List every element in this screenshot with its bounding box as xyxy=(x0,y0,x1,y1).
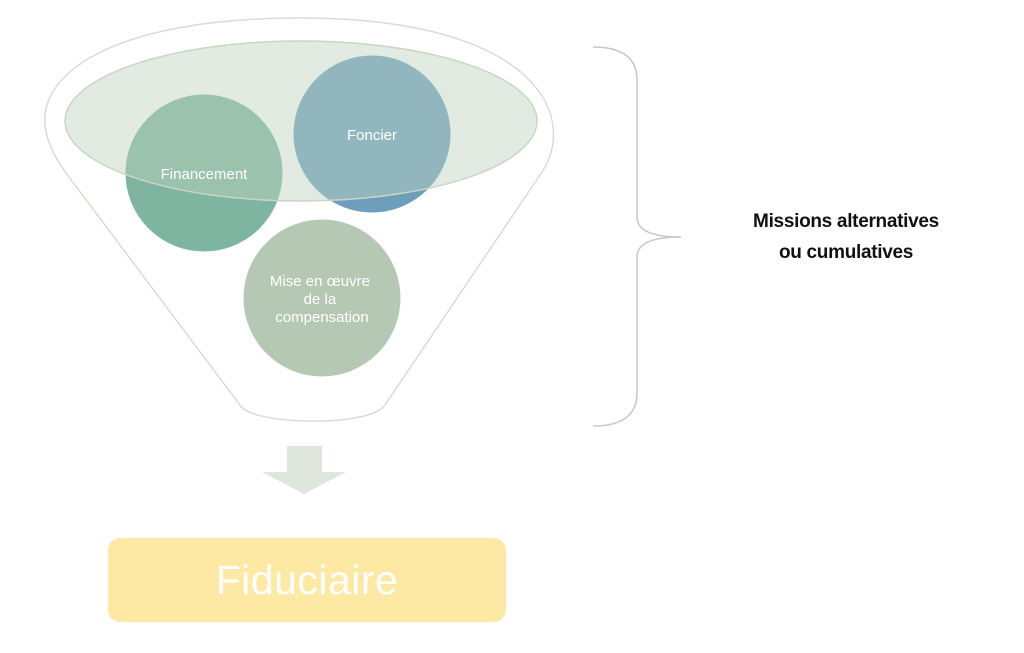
circle-compensation xyxy=(240,216,404,380)
label-compensation: Mise en œuvre de la compensation xyxy=(270,273,374,326)
missions-label: Missions alternatives ou cumulatives xyxy=(700,206,992,268)
down-arrow xyxy=(262,446,346,494)
fiduciaire-box: Fiduciaire xyxy=(108,538,506,622)
label-foncier: Foncier xyxy=(347,127,397,144)
circle-financement xyxy=(122,91,286,255)
missions-label-line2: ou cumulatives xyxy=(778,242,914,263)
funnel-rim xyxy=(64,40,538,202)
fiduciaire-label: Fiduciaire xyxy=(215,556,399,603)
label-financement: Financement xyxy=(161,166,249,183)
missions-label-line1: Missions alternatives xyxy=(753,211,939,232)
circle-foncier xyxy=(290,52,454,216)
right-brace xyxy=(592,46,682,427)
